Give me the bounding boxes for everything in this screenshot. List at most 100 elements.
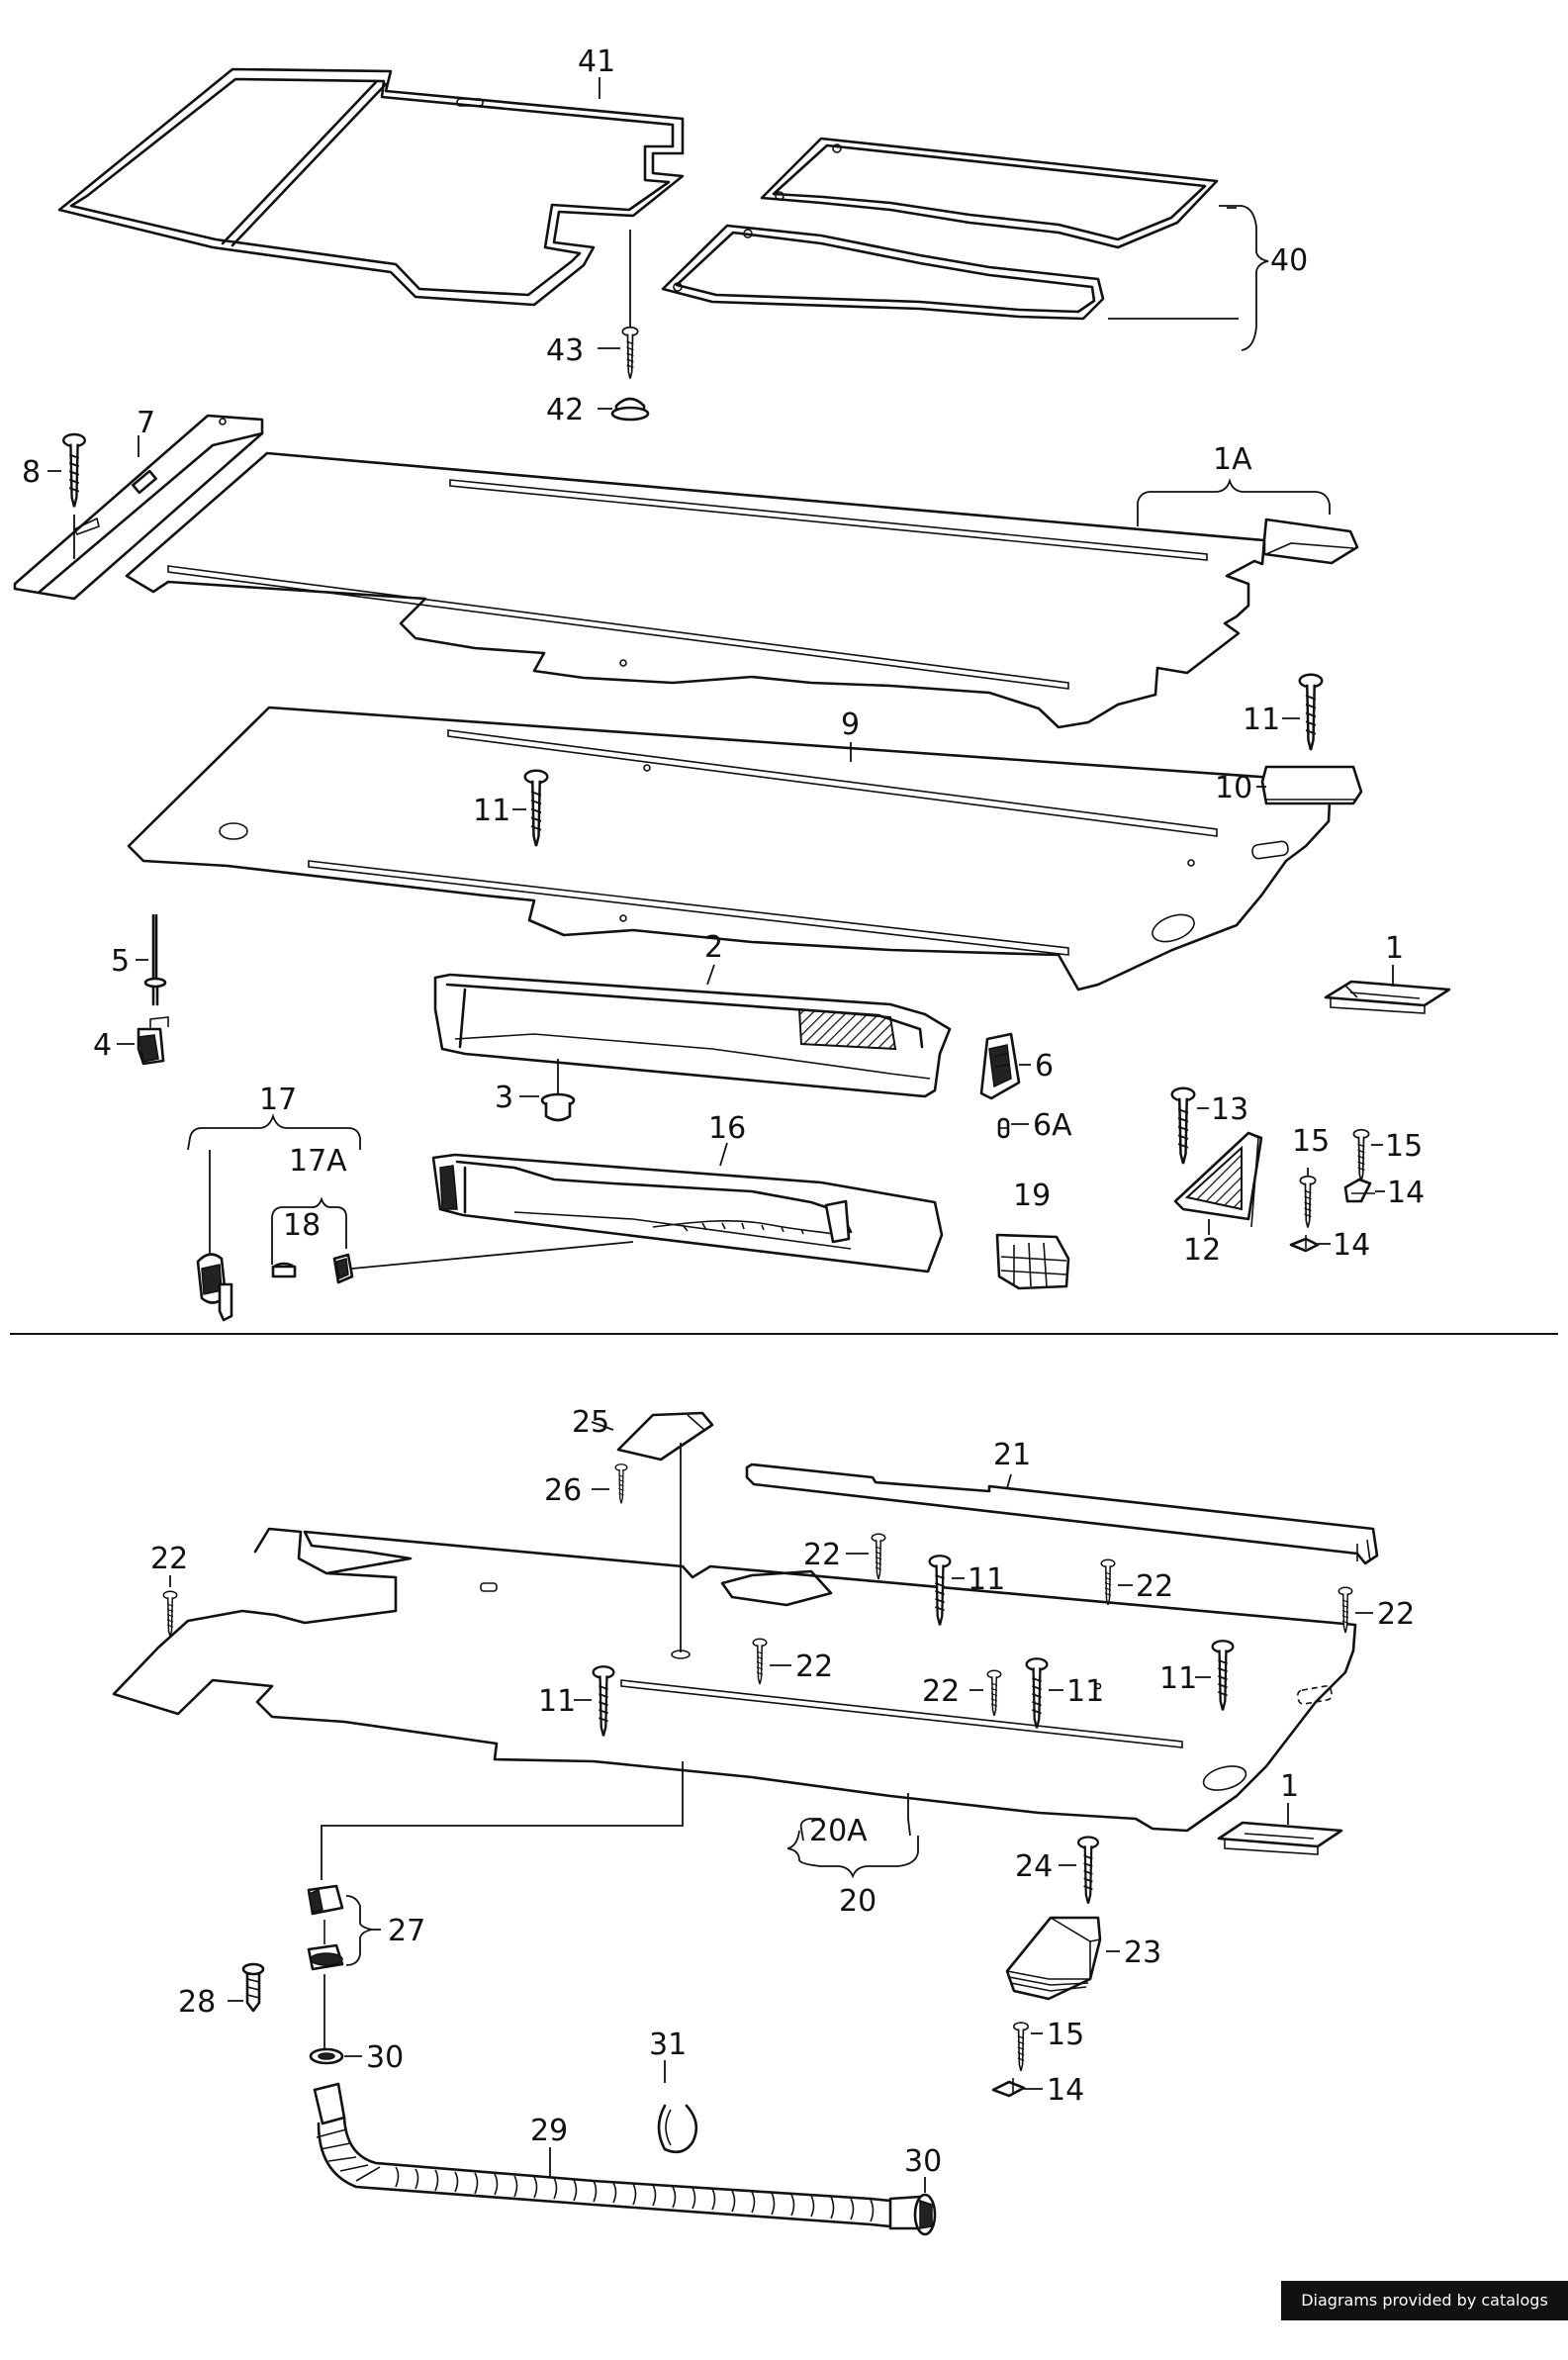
callout-19: 19 <box>1013 1179 1051 1213</box>
pin-5 <box>143 913 167 1006</box>
callout-11-b3: 11 <box>1159 1661 1197 1696</box>
floor-board-1a <box>125 451 1359 729</box>
clamp-30-end <box>913 2193 937 2236</box>
screw-43 <box>621 326 639 380</box>
floor-panel-20 <box>112 1527 1357 1833</box>
wedge-25 <box>616 1411 714 1462</box>
callout-15-right: 15 <box>1385 1129 1423 1164</box>
callout-1-bottom: 1 <box>1280 1769 1299 1804</box>
callout-28: 28 <box>178 1985 216 2020</box>
callout-9: 9 <box>841 708 860 742</box>
callout-26: 26 <box>544 1473 582 1508</box>
screw-11-b3 <box>1211 1640 1235 1712</box>
callout-29: 29 <box>530 2114 568 2148</box>
callout-11-upper: 11 <box>1243 703 1280 737</box>
screw-15-left <box>1299 1175 1317 1229</box>
callout-43: 43 <box>546 333 584 368</box>
callout-11-b2: 11 <box>1066 1674 1104 1709</box>
screw-22-left <box>162 1590 178 1638</box>
bracket-7 <box>13 414 264 601</box>
callout-14-bottom: 14 <box>1047 2073 1084 2108</box>
callout-31: 31 <box>649 2028 687 2062</box>
callout-22-left: 22 <box>150 1542 188 1576</box>
clip-14-upper <box>1343 1178 1375 1203</box>
screw-11-b4 <box>592 1665 615 1738</box>
callout-22-b2: 22 <box>1136 1569 1173 1604</box>
screw-22-mid <box>752 1638 768 1685</box>
callout-30-end: 30 <box>904 2144 942 2179</box>
callout-22-mid: 22 <box>795 1650 833 1684</box>
callout-24: 24 <box>1015 1849 1053 1884</box>
pin-6a <box>997 1117 1010 1139</box>
bracket-1-top <box>1324 980 1451 1014</box>
screw-11-panel <box>523 769 549 848</box>
screw-22-mid2 <box>986 1669 1002 1717</box>
screw-24 <box>1076 1836 1100 1905</box>
callout-12: 12 <box>1183 1233 1221 1268</box>
clip-4 <box>137 1016 169 1066</box>
screw-22-top <box>871 1533 886 1580</box>
callout-15-left: 15 <box>1292 1124 1330 1159</box>
ring-31 <box>657 2104 698 2154</box>
wedge-12 <box>1173 1131 1263 1228</box>
bracket-1-bottom <box>1217 1821 1343 1855</box>
callout-6: 6 <box>1035 1049 1054 1084</box>
screw-13 <box>1170 1086 1196 1166</box>
callout-41: 41 <box>578 45 615 79</box>
callout-6a: 6A <box>1033 1108 1072 1143</box>
callout-11-b4: 11 <box>538 1684 576 1719</box>
callout-8: 8 <box>22 455 41 490</box>
screw-11-upper <box>1298 673 1324 752</box>
credit-banner: Diagrams provided by catalogs parts <box>1281 2281 1568 2349</box>
callout-15-bottom: 15 <box>1047 2018 1084 2052</box>
callout-18: 18 <box>283 1208 321 1243</box>
screw-22-right <box>1337 1586 1353 1634</box>
callout-20a: 20A <box>809 1814 868 1848</box>
callout-4: 4 <box>93 1028 112 1063</box>
side-tray-16 <box>431 1153 944 1274</box>
clip-42 <box>610 397 650 422</box>
callout-1a: 1A <box>1213 442 1252 477</box>
callout-labels: 41 40 43 42 8 7 1A 9 11 11 10 5 4 2 1 6 … <box>22 45 1425 2179</box>
callout-13: 13 <box>1211 1092 1248 1127</box>
callout-23: 23 <box>1124 1935 1161 1970</box>
callout-14-lower: 14 <box>1333 1228 1370 1263</box>
bushing-27 <box>307 1884 344 1971</box>
hose-29 <box>313 2082 924 2230</box>
floor-mat-rear-pair <box>661 137 1269 351</box>
callout-21: 21 <box>993 1438 1031 1472</box>
callout-22-top: 22 <box>803 1538 841 1572</box>
screw-26 <box>614 1463 628 1505</box>
screw-11-b2 <box>1025 1657 1049 1730</box>
callout-22-right: 22 <box>1377 1597 1415 1632</box>
callout-11-b1: 11 <box>968 1562 1005 1597</box>
strip-21 <box>745 1463 1379 1565</box>
callout-42: 42 <box>546 393 584 427</box>
latch-6 <box>979 1032 1021 1100</box>
callout-25: 25 <box>572 1405 609 1440</box>
callout-27: 27 <box>388 1914 425 1948</box>
callout-10: 10 <box>1215 771 1252 805</box>
callout-16: 16 <box>708 1111 746 1146</box>
callout-3: 3 <box>495 1081 513 1115</box>
clamp-30-top <box>309 2047 344 2065</box>
storage-tray-2 <box>433 973 952 1098</box>
callout-7: 7 <box>137 406 155 440</box>
callout-22-mid2: 22 <box>922 1674 960 1709</box>
callout-11-panel: 11 <box>473 794 510 828</box>
callout-17: 17 <box>259 1083 297 1117</box>
screw-22-b2 <box>1100 1558 1116 1606</box>
grommet-3 <box>540 1092 576 1122</box>
floor-mat-front <box>57 67 685 307</box>
callout-1-top: 1 <box>1385 931 1404 966</box>
callout-20: 20 <box>839 1884 876 1919</box>
plate-10 <box>1260 765 1363 805</box>
callout-14-upper: 14 <box>1387 1176 1425 1210</box>
screw-15-right <box>1352 1128 1370 1182</box>
callout-2: 2 <box>704 930 723 965</box>
lamp-assembly-17 <box>196 1241 634 1322</box>
screw-28 <box>241 1962 265 2013</box>
screw-15-bottom <box>1013 2022 1029 2072</box>
screw-11-b1 <box>928 1555 952 1627</box>
